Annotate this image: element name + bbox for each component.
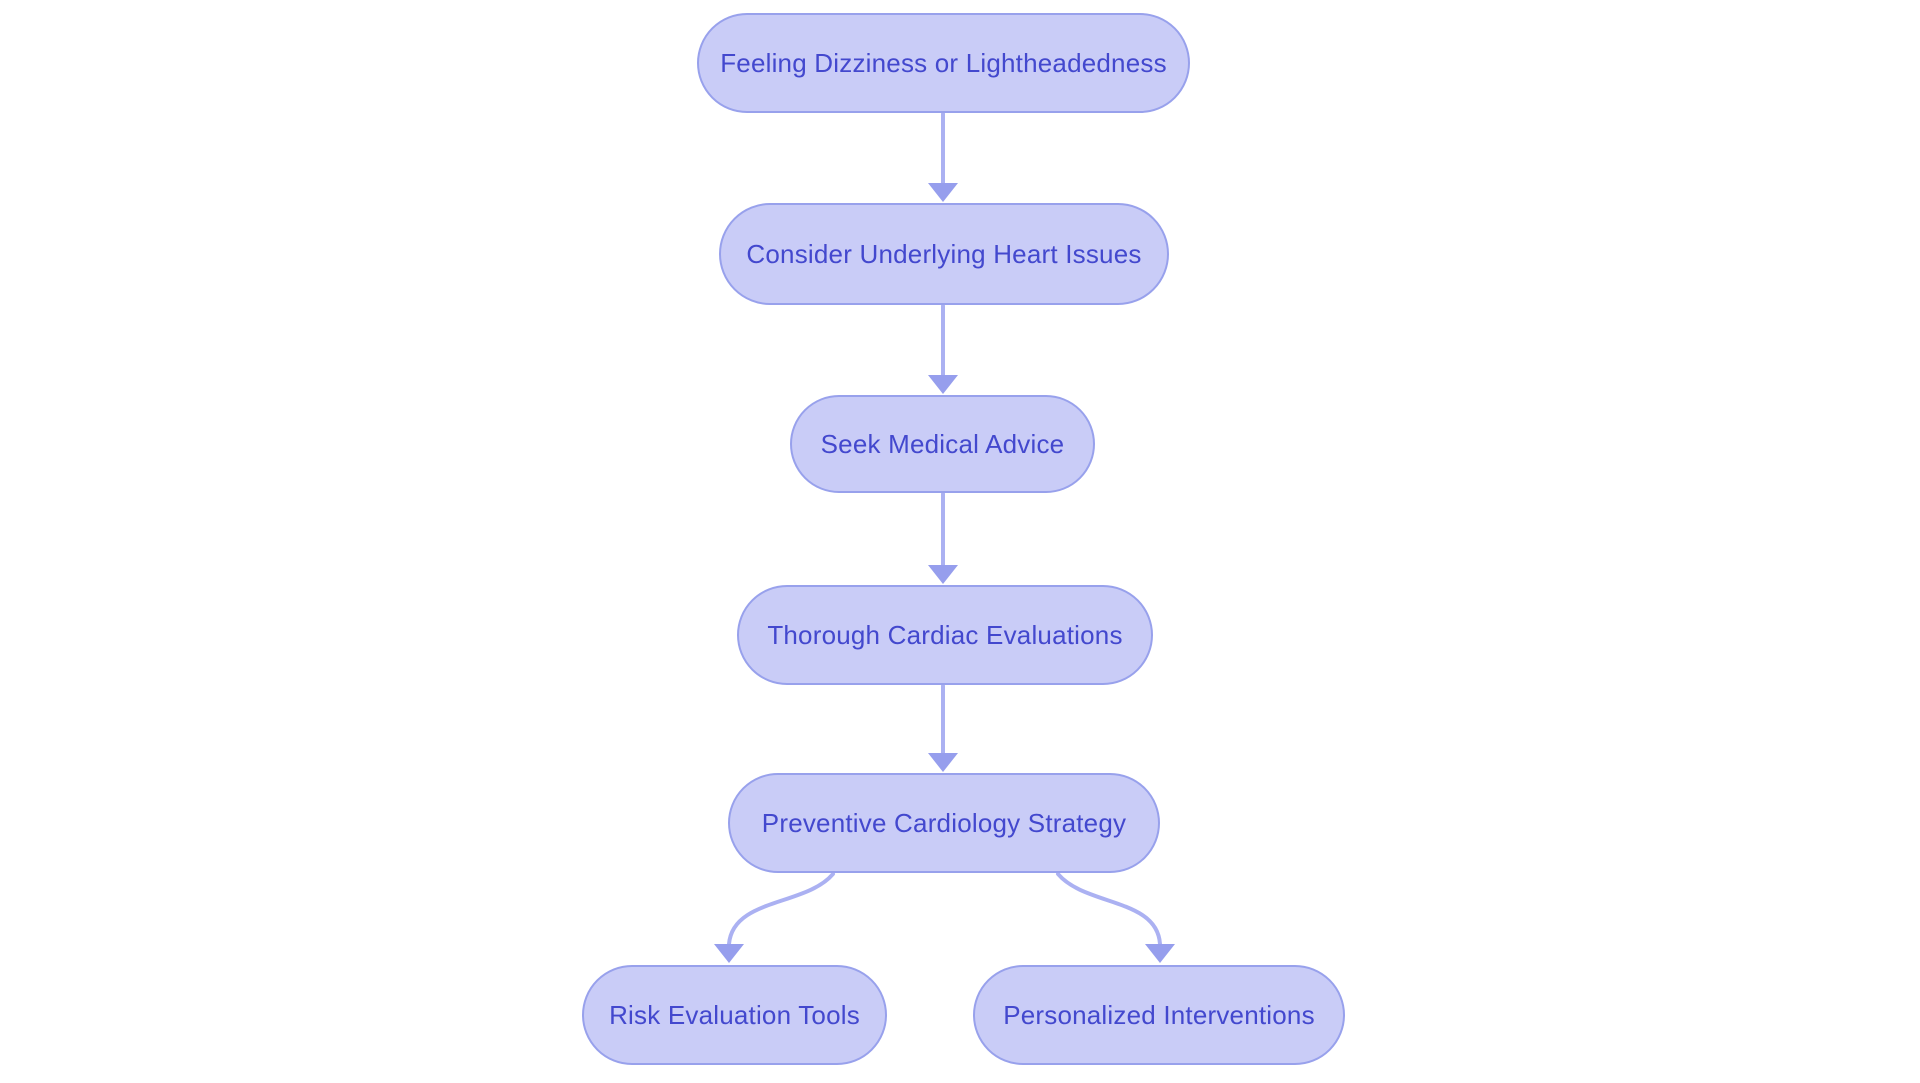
flow-node-medical-advice: Seek Medical Advice	[790, 395, 1095, 493]
flow-node-label: Preventive Cardiology Strategy	[761, 807, 1127, 838]
connector-n2-n3	[928, 304, 958, 394]
connector-n5-n7	[1056, 872, 1175, 963]
flow-node-personalized-interventions: Personalized Interventions	[973, 965, 1345, 1065]
flow-node-label: Consider Underlying Heart Issues	[746, 238, 1142, 269]
flow-node-risk-tools: Risk Evaluation Tools	[582, 965, 887, 1065]
flow-node-label: Seek Medical Advice	[820, 428, 1065, 459]
connector-n5-n6	[714, 872, 835, 963]
connector-n1-n2	[928, 112, 958, 202]
flow-node-label: Feeling Dizziness or Lightheadedness	[720, 47, 1167, 78]
flow-node-label: Personalized Interventions	[1003, 999, 1315, 1030]
connector-n4-n5	[928, 684, 958, 772]
flow-node-heart-issues: Consider Underlying Heart Issues	[719, 203, 1169, 305]
flow-node-cardiac-evaluations: Thorough Cardiac Evaluations	[737, 585, 1153, 685]
flow-node-label: Risk Evaluation Tools	[609, 999, 860, 1030]
flow-node-label: Thorough Cardiac Evaluations	[767, 619, 1123, 650]
flow-node-preventive-strategy: Preventive Cardiology Strategy	[728, 773, 1160, 873]
flow-node-dizziness: Feeling Dizziness or Lightheadedness	[697, 13, 1190, 113]
connector-n3-n4	[928, 492, 958, 584]
